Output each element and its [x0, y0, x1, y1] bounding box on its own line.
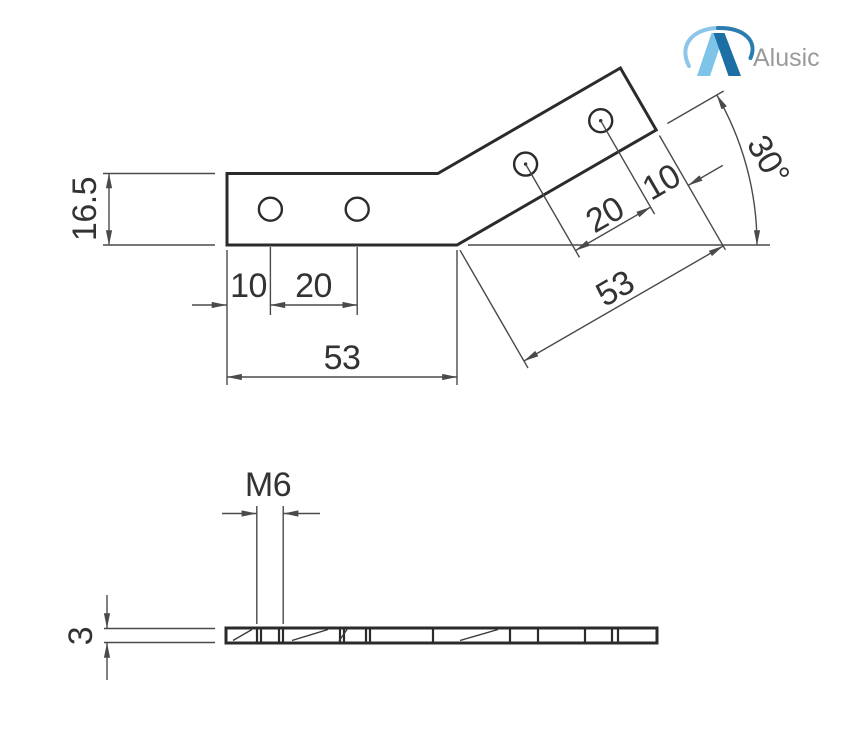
dim-angle-label: 30°	[739, 129, 797, 191]
angle-arc	[716, 94, 761, 246]
ext-angled-hole2	[600, 120, 656, 215]
profile-dividers	[255, 629, 620, 642]
angle-ref-angled	[667, 90, 725, 125]
ext-angled-hole1	[524, 163, 581, 258]
dim-thickness-label: 3	[62, 627, 100, 645]
dim-angled-10-label: 10	[636, 157, 687, 208]
dim-10-label: 10	[230, 267, 267, 305]
hole-angled-1	[512, 151, 539, 177]
hole-angled-2	[588, 107, 614, 134]
dim-20-label: 20	[295, 267, 332, 305]
hole-straight-2	[344, 196, 370, 222]
bracket-outline	[225, 65, 659, 247]
logo-a-right-leg	[713, 33, 741, 76]
logo-swoosh-left	[683, 26, 720, 68]
brand-logo: Alusic	[683, 25, 820, 76]
dim-angled-53-label: 53	[590, 263, 641, 314]
plate-profile	[224, 626, 659, 645]
profile-thread-hatches	[232, 628, 499, 642]
side-view: 3 M6	[62, 466, 659, 680]
dim-angled-20-label: 20	[580, 189, 631, 240]
thread-callout-label: M6	[245, 466, 291, 504]
hole-straight-1	[257, 196, 284, 222]
logo-wordmark: Alusic	[753, 44, 820, 72]
logo-swoosh-right	[716, 25, 755, 60]
plan-view: 16.5 10 20 53 20 10 53 30°	[66, 65, 797, 385]
dim-line-angled-53	[523, 245, 724, 362]
dim-53-label: 53	[324, 339, 361, 377]
ext-angled-bend	[459, 249, 529, 369]
dim-height-label: 16.5	[66, 177, 104, 241]
ext-angled-end	[658, 135, 727, 251]
dim-line-angled-20	[575, 206, 651, 252]
dim-tail-angled-10	[687, 164, 724, 187]
